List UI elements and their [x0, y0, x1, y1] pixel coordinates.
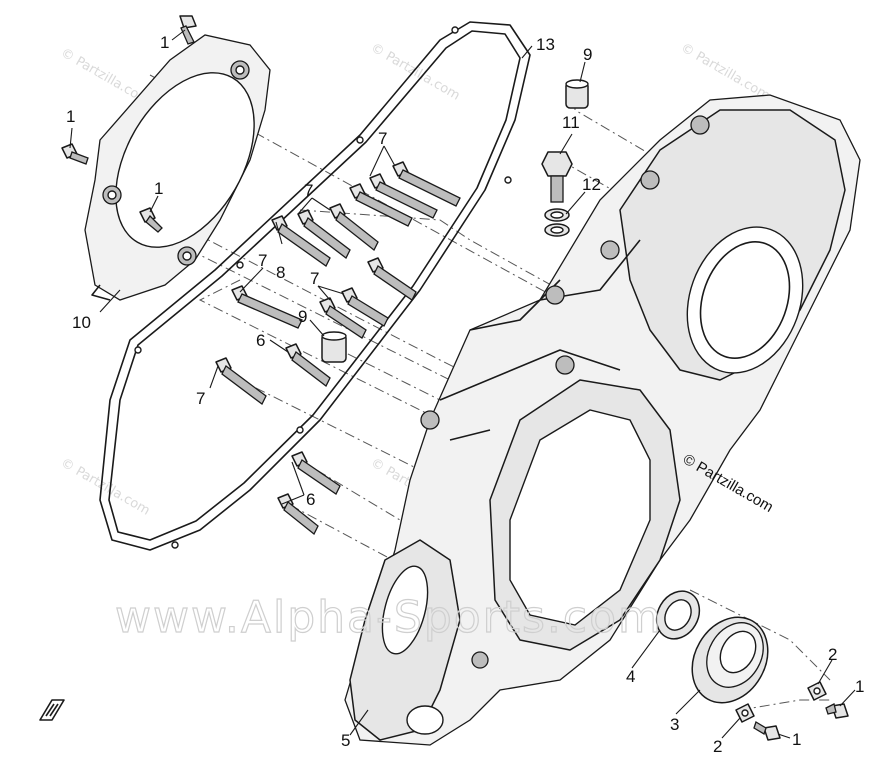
callout-13: 13: [536, 35, 555, 54]
part-5-crankcase-cover: [344, 94, 861, 746]
bolt: [297, 209, 351, 259]
watermark-partzilla: © Partzilla.com: [58, 455, 152, 518]
bolt: [319, 297, 367, 339]
part-12-washer: [544, 208, 570, 237]
callout-6: 6: [256, 331, 265, 350]
part-9-dowel-pin: [321, 79, 589, 363]
watermark-alpha-sports: www.Alpha-Sports.com: [115, 592, 663, 643]
callout-9: 9: [298, 307, 307, 326]
callout-1: 1: [160, 33, 169, 52]
bolt: [367, 257, 417, 301]
part-4-oil-seal: [655, 590, 701, 640]
callout-1: 1: [66, 107, 75, 126]
bolt: [392, 161, 461, 207]
bolt: [329, 203, 379, 252]
callout-10: 10: [72, 313, 91, 332]
callout-12: 12: [582, 175, 601, 194]
callout-8: 8: [276, 263, 285, 282]
bolt: [291, 451, 341, 495]
bolt: [179, 15, 197, 45]
bolt: [285, 343, 331, 387]
callout-7: 7: [258, 251, 267, 270]
callout-2: 2: [828, 645, 837, 664]
callout-6: 6: [306, 490, 315, 509]
bolt: [825, 703, 849, 719]
callout-5: 5: [341, 731, 350, 750]
callout-labels: 1 1 1 10 13 9 11 12 7 7 7 8 7 9 6 7 6 5 …: [66, 33, 864, 756]
bolt: [215, 357, 267, 405]
callout-3: 3: [670, 715, 679, 734]
bolt: [277, 493, 319, 536]
callout-1: 1: [855, 677, 864, 696]
part-11-drain-bolt: [541, 151, 573, 203]
part-13-gasket: [99, 21, 531, 551]
orientation-icon: [39, 699, 65, 721]
part-2-washer: [735, 681, 827, 723]
leader-lines: [69, 29, 856, 739]
bolt: [369, 173, 438, 219]
bolt-group: [215, 161, 461, 536]
callout-7: 7: [196, 389, 205, 408]
callout-4: 4: [626, 667, 635, 686]
bolt: [231, 285, 303, 329]
bolt: [349, 183, 413, 227]
bolt: [61, 143, 89, 165]
callout-1: 1: [792, 730, 801, 749]
bolt: [271, 215, 331, 267]
callout-2: 2: [713, 737, 722, 756]
callout-7: 7: [310, 269, 319, 288]
bolt: [753, 721, 781, 741]
bolt: [341, 287, 389, 327]
callout-7: 7: [304, 181, 313, 200]
callout-11: 11: [562, 113, 580, 132]
bolt: [139, 207, 163, 233]
part-3-bearing: [691, 616, 769, 704]
callout-9: 9: [583, 45, 592, 64]
watermark-partzilla: © Partzilla.com: [368, 40, 462, 103]
bolt-group-short: [61, 15, 849, 741]
callout-1: 1: [154, 179, 163, 198]
part-10-inspection-cover: [84, 34, 271, 301]
watermark-partzilla: © Partzilla.com: [678, 40, 772, 103]
callout-7: 7: [378, 129, 387, 148]
